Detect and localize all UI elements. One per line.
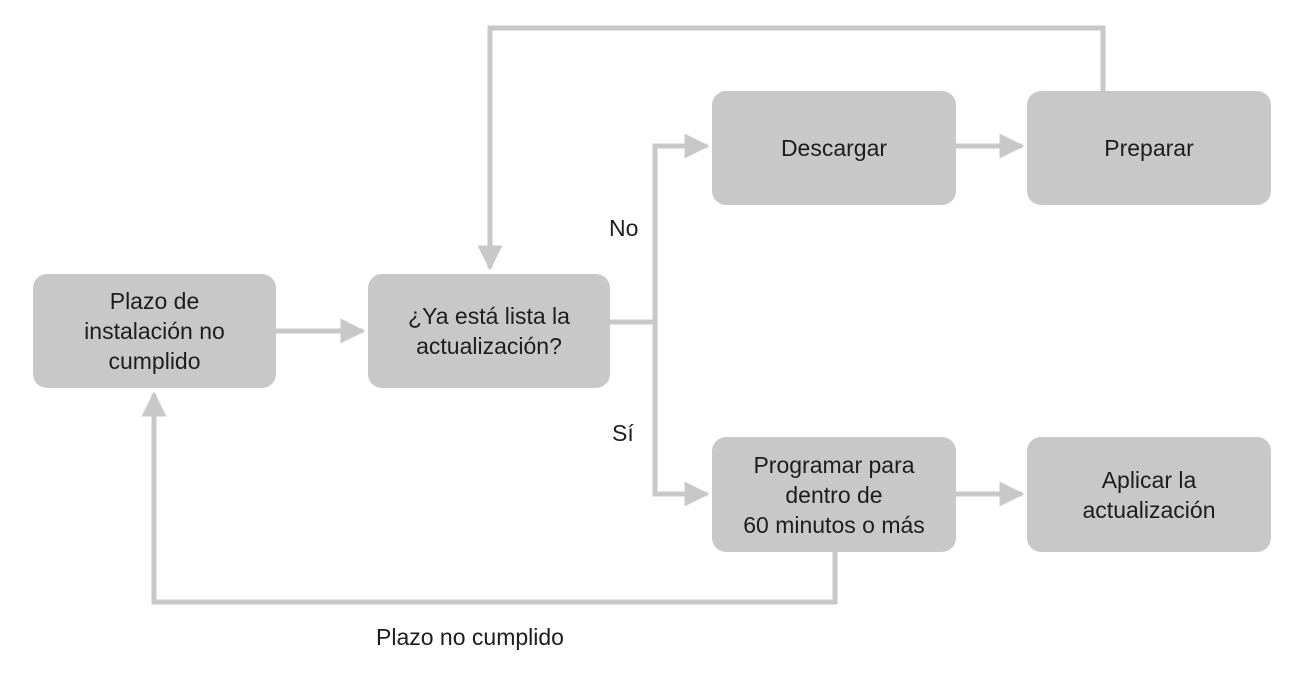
label-deadline-not-met-loop: Plazo no cumplido	[376, 624, 564, 650]
node-prepare: Preparar	[1027, 91, 1271, 205]
label-no: No	[609, 215, 639, 241]
node-schedule: Programar para dentro de 60 minutos o má…	[712, 437, 956, 552]
arrow-schedule-loop-to-deadline	[141, 391, 838, 605]
arrow-no-to-download	[652, 133, 710, 322]
arrow-yes-to-schedule	[652, 322, 710, 507]
node-deadline-not-met: Plazo de instalación no cumplido	[33, 274, 276, 388]
node-update-ready-question: ¿Ya está lista la actualización?	[368, 274, 610, 388]
arrow-prepare-loop-to-check	[477, 25, 1106, 271]
node-download: Descargar	[712, 91, 956, 205]
node-apply-update: Aplicar la actualización	[1027, 437, 1271, 552]
label-yes: Sí	[612, 420, 634, 446]
